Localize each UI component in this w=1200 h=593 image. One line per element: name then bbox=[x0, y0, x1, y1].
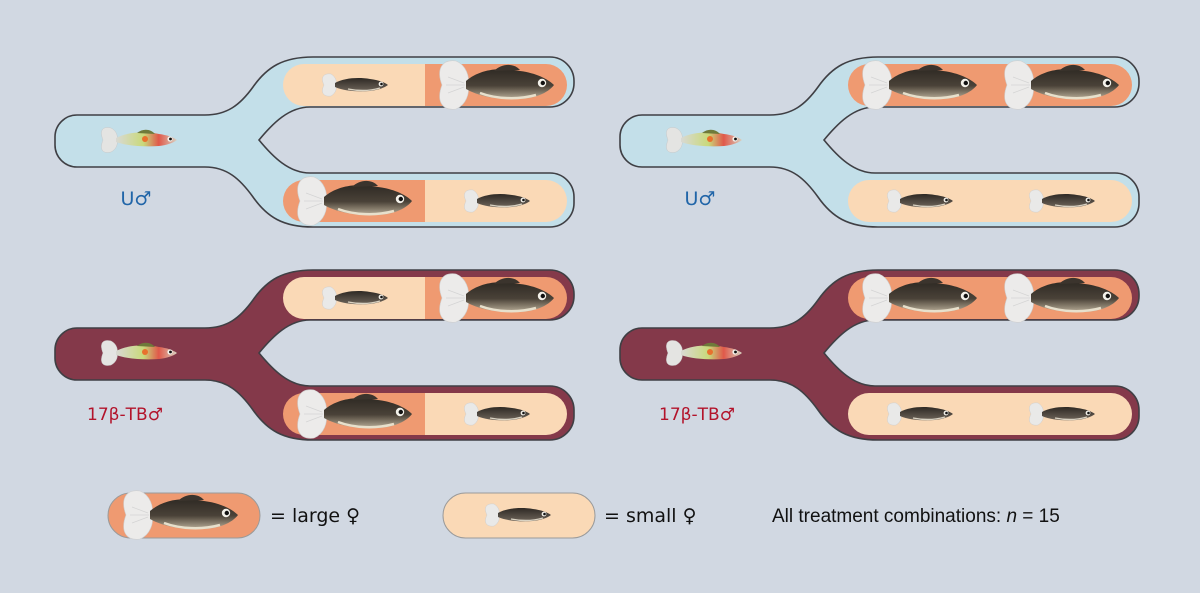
sample-size-var: n bbox=[1006, 506, 1017, 527]
untreated-male-label: U♂ bbox=[685, 188, 716, 210]
sample-size-prefix: All treatment combinations: bbox=[772, 506, 1006, 527]
choice-apparatus-panel bbox=[619, 269, 1140, 441]
legend-small-female: = small ♀ bbox=[442, 492, 697, 539]
legend-large-female: = large ♀ bbox=[107, 489, 360, 541]
sample-size-text: All treatment combinations: n = 15 bbox=[772, 506, 1060, 527]
small-female-legend-text: = small ♀ bbox=[604, 505, 697, 527]
untreated-male-label: U♂ bbox=[121, 188, 152, 210]
choice-apparatus-panel bbox=[619, 56, 1140, 228]
legend: = large ♀ = small ♀ All treatment combin… bbox=[107, 489, 1060, 541]
treated-male-label: 17β-TB♂ bbox=[87, 405, 163, 425]
choice-apparatus-panel bbox=[54, 56, 575, 228]
large-female-legend-text: = large ♀ bbox=[270, 505, 360, 527]
sample-size-suffix: = 15 bbox=[1017, 506, 1060, 527]
choice-apparatus-panel bbox=[54, 269, 575, 441]
treated-male-label: 17β-TB♂ bbox=[659, 405, 735, 425]
